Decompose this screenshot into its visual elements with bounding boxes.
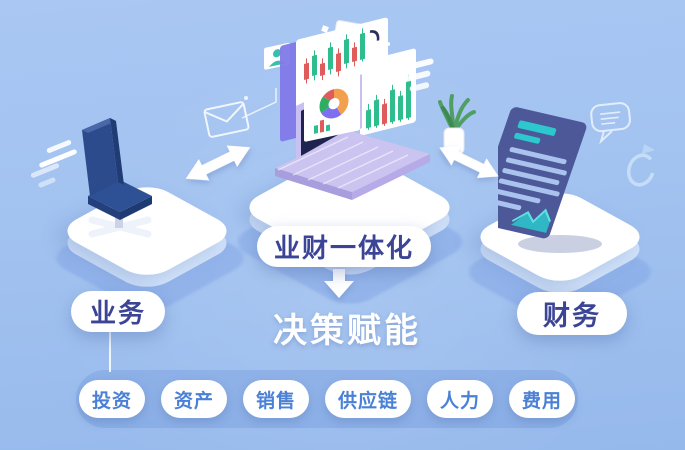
sparkle-icon <box>321 25 329 33</box>
sparkle-icon <box>386 42 390 46</box>
module-pill-supply-chain: 供应链 <box>325 380 412 418</box>
finance-label-pill: 财务 <box>517 292 627 335</box>
finance-label: 财务 <box>543 301 601 331</box>
module-label: 供应链 <box>338 390 399 412</box>
business-label: 业务 <box>89 298 146 328</box>
left-double-arrow-icon <box>185 145 251 181</box>
integration-label-pill: 业财一体化 <box>257 226 431 267</box>
sparkle-icon <box>244 96 248 100</box>
pie-chart-card <box>304 72 360 142</box>
envelope-icon <box>203 88 277 138</box>
module-label: 销售 <box>255 390 296 412</box>
integration-label: 业财一体化 <box>273 233 414 263</box>
module-pill-expense: 费用 <box>509 380 576 418</box>
module-label: 资产 <box>173 390 214 412</box>
business-label-pill: 业务 <box>71 291 165 332</box>
report-document-illustration <box>498 107 602 253</box>
laptop-charts-illustration <box>244 17 476 200</box>
green-chart-panel <box>360 48 416 136</box>
down-arrow-icon <box>324 269 354 298</box>
empowerment-title: 决策赋能 <box>273 312 421 350</box>
module-pill-assets: 资产 <box>160 380 227 418</box>
office-chair-illustration <box>82 118 152 238</box>
module-label: 费用 <box>522 390 563 412</box>
text-lines-decor <box>392 58 434 92</box>
module-pill-investment: 投资 <box>78 380 145 418</box>
module-pill-sales: 销售 <box>242 380 309 418</box>
module-label: 投资 <box>91 390 132 412</box>
right-double-arrow-icon <box>439 145 499 179</box>
module-pill-hr: 人力 <box>427 380 494 418</box>
connector-line <box>109 332 111 372</box>
sync-ring-icon <box>626 144 656 187</box>
modules-tray: 投资 资产 销售 供应链 人力 费用 <box>76 370 578 428</box>
chat-bubble-icon <box>590 102 631 145</box>
module-label: 人力 <box>440 390 481 412</box>
